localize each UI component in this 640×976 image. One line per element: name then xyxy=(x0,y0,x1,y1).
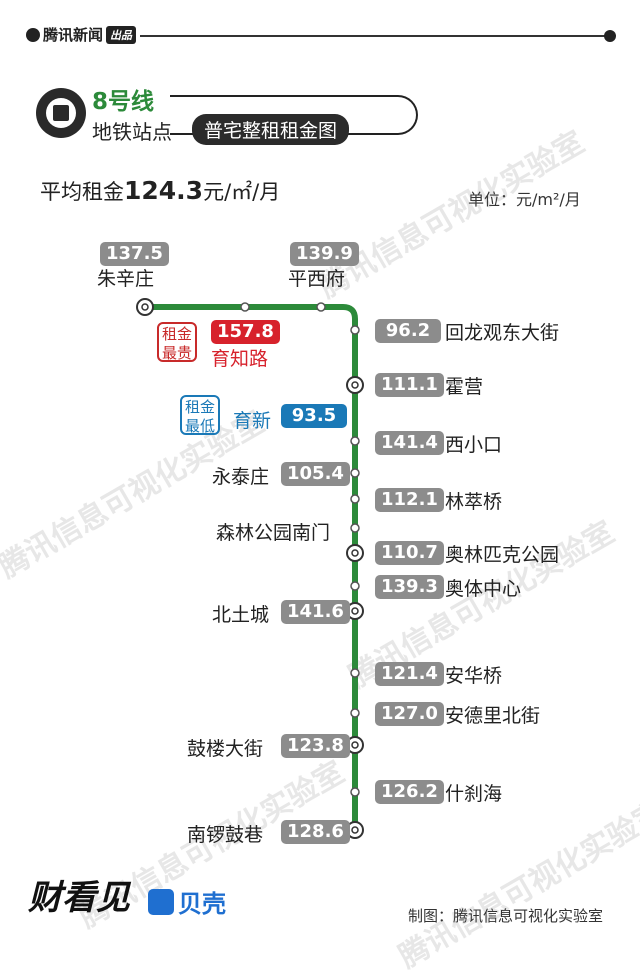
station-name: 南锣鼓巷 xyxy=(187,824,264,846)
rent-value: 139.9 xyxy=(290,242,359,266)
tencent-news-icon xyxy=(26,27,40,42)
subway-line-map xyxy=(136,298,364,839)
station-name: 安华桥 xyxy=(445,665,503,687)
rent-value: 139.3 xyxy=(375,575,444,599)
rent-value: 111.1 xyxy=(375,373,444,397)
line-8-path xyxy=(145,304,358,830)
header-title: 普宅整租租金图 xyxy=(192,114,350,145)
station-dot xyxy=(350,668,360,678)
station-dot xyxy=(350,494,360,504)
top-divider xyxy=(140,35,610,37)
rent-value: 126.2 xyxy=(375,780,444,804)
rent-value: 141.4 xyxy=(375,431,444,455)
station-dot xyxy=(350,468,360,478)
station-name: 奥体中心 xyxy=(445,578,522,600)
rent-value: 112.1 xyxy=(375,488,444,512)
station-name: 西小口 xyxy=(445,434,503,456)
station-dot xyxy=(350,787,360,797)
caikanjian-logo: 财看见 xyxy=(28,878,130,918)
rent-value: 127.0 xyxy=(375,702,444,726)
station-dot xyxy=(350,523,360,533)
brand-name: 腾讯新闻 xyxy=(43,26,104,44)
interchange-icon xyxy=(346,544,364,562)
interchange-icon xyxy=(346,376,364,394)
line-number: 8号线 xyxy=(92,89,155,115)
rent-value: 128.6 xyxy=(281,820,350,844)
beike-logo: 贝壳 xyxy=(148,884,226,919)
rent-value-lowest: 93.5 xyxy=(281,404,347,428)
brand-logo: 腾讯新闻 出品 xyxy=(26,24,137,45)
beijing-subway-icon xyxy=(36,88,86,138)
station-name-highest: 育知路 xyxy=(211,348,269,370)
station-name: 什刹海 xyxy=(445,783,503,805)
average-rent: 平均租金124.3元/㎡/月 xyxy=(40,176,281,205)
rent-value: 96.2 xyxy=(375,319,441,343)
station-name-lowest: 育新 xyxy=(233,410,272,432)
station-name: 安德里北街 xyxy=(445,705,541,727)
beike-house-icon xyxy=(148,888,174,915)
station-dot xyxy=(350,581,360,591)
rent-value: 123.8 xyxy=(281,734,350,758)
station-name: 森林公园南门 xyxy=(216,522,331,544)
brand-tag: 出品 xyxy=(106,25,137,44)
rent-value: 105.4 xyxy=(281,462,350,486)
station-name: 朱辛庄 xyxy=(97,268,155,290)
lowest-rent-badge: 租金最低 xyxy=(180,395,220,435)
top-divider-dot xyxy=(604,30,616,42)
station-name: 奥林匹克公园 xyxy=(445,544,560,566)
interchange-icon xyxy=(136,298,154,316)
station-dot xyxy=(350,436,360,446)
rent-value-highest: 157.8 xyxy=(211,320,280,344)
station-dot xyxy=(316,302,326,312)
credit-text: 制图：腾讯信息可视化实验室 xyxy=(408,907,604,925)
station-name: 霍营 xyxy=(445,376,484,398)
station-dot xyxy=(350,708,360,718)
rent-value: 121.4 xyxy=(375,662,444,686)
station-name: 永泰庄 xyxy=(212,466,270,488)
station-name: 平西府 xyxy=(288,268,346,290)
station-name: 鼓楼大街 xyxy=(187,738,264,760)
rent-value: 110.7 xyxy=(375,541,444,565)
station-name: 林萃桥 xyxy=(445,491,503,513)
highest-rent-badge: 租金最贵 xyxy=(157,322,197,362)
unit-label: 单位：元/m²/月 xyxy=(468,190,581,209)
station-dot xyxy=(240,302,250,312)
header-subtitle: 地铁站点 xyxy=(92,120,172,144)
station-name: 北土城 xyxy=(212,604,270,626)
station-dot xyxy=(350,325,360,335)
station-name: 回龙观东大街 xyxy=(445,322,560,344)
rent-value: 137.5 xyxy=(100,242,169,266)
rent-value: 141.6 xyxy=(281,600,350,624)
